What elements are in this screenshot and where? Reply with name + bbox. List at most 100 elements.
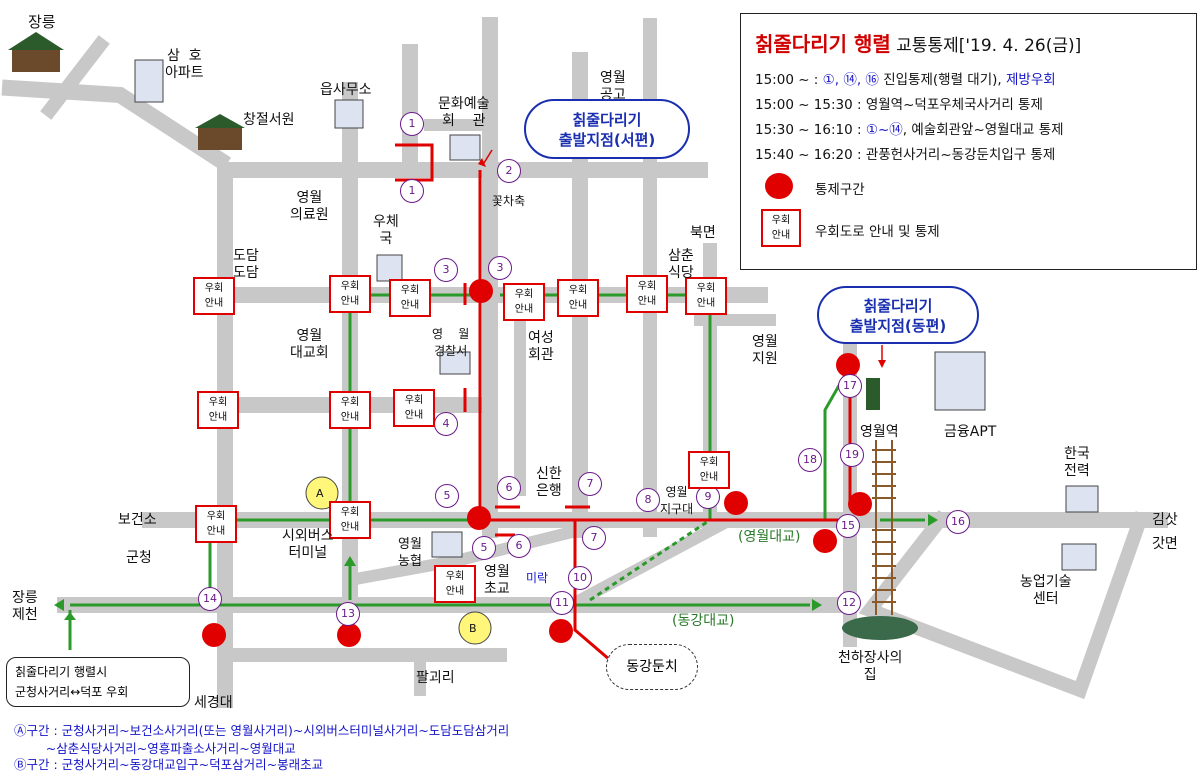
callout-east: 칡줄다리기 출발지점(동편) [817,286,979,344]
legend-line-4: 15:40 ~ 16:20 : 관풍헌사거리~동강둔치입구 통제 [755,147,1056,163]
numbered-point: 6 [497,476,521,500]
numbered-point: 5 [472,536,496,560]
building-icon [439,351,471,375]
building-icon [934,351,986,411]
footer-a2: ~삼춘식당사거리~영흥파출소사거리~영월대교 [14,741,296,756]
numbered-point: 14 [198,587,222,611]
label-kepco: 한국 전력 [1064,446,1090,479]
control-point [469,279,493,303]
marker-b [458,611,492,645]
label-culture: 문화예술 회 관 [438,96,490,129]
numbered-point: 5 [435,484,459,508]
numbered-point: 2 [497,159,521,183]
control-point [724,491,748,515]
label-jangneung: 장릉 [28,13,56,31]
label-jiwon: 영월 지원 [752,334,778,367]
buildings [134,59,1099,571]
numbered-point: 7 [578,472,602,496]
detour-note: 칡줄다리기 행렬시 군청사거리↔덕포 우회 [6,657,190,707]
label-county: 군청 [126,550,152,566]
legend-line-3: 15:30 ~ 16:10 : ①~⑭, 예술회관앞~영월대교 통제 [755,122,1064,138]
building-icon [449,134,481,161]
numbered-point: 10 [568,566,592,590]
numbered-point: 9 [696,485,720,509]
label-eupsamuso: 읍사무소 [320,82,372,98]
label-yeongwol-bridge: (영월대교) [738,529,801,545]
label-cheonha: 천하장사의 집 [838,650,903,683]
label-police: 영 월 경찰서 [432,327,470,358]
legend-title: 칡줄다리기 행렬 교통통제['19. 4. 26(금)] [755,32,1082,56]
control-point [467,506,491,530]
numbered-point: 15 [836,514,860,538]
label-bus: 시외버스 터미널 [282,528,334,561]
numbered-point: 3 [488,256,512,280]
railway [872,440,896,615]
label-samho: 삼 호 아파트 [165,48,204,81]
numbered-point: 6 [507,534,531,558]
callout-west: 칡줄다리기 출발지점(서편) [524,99,690,159]
label-samchun: 삼춘 식당 [668,248,694,281]
label-church: 영월 대교회 [290,328,329,361]
numbered-point: 18 [798,448,822,472]
label-elementary: 영월 초교 [484,564,510,597]
control-point [337,623,361,647]
label-post: 우체 국 [373,214,399,247]
control-point [836,353,860,377]
building-icon [376,254,403,282]
marker-a-label: A [316,487,324,500]
control-point [202,623,226,647]
label-palgoe: 팔괴리 [416,670,455,686]
label-donggang-bridge: (동강대교) [672,613,735,629]
label-coop: 영월 농협 [398,537,422,569]
numbered-point: 11 [550,591,574,615]
label-agri: 농업기술 센터 [1020,574,1072,607]
label-finance: 금융APT [944,424,997,440]
numbered-point: 17 [838,374,862,398]
label-district: 영월 지구대 [660,485,694,516]
numbered-point: 16 [946,510,970,534]
legend-detour-label: 우회도로 안내 및 통제 [815,224,940,240]
control-point [549,619,573,643]
label-dodam: 도담 도담 [233,248,259,281]
legend: 칡줄다리기 행렬 교통통제['19. 4. 26(금)] 15:00 ~ : ①… [740,13,1197,270]
label-mirak: 미락 [526,571,549,585]
numbered-point: 8 [636,488,660,512]
label-health: 보건소 [118,512,157,528]
marker-b-label: B [469,622,477,635]
legend-line-2: 15:00 ~ 15:30 : 영월역~덕포우체국사거리 통제 [755,97,1043,113]
building-icon [334,99,364,129]
label-jangneung-jecheon: 장릉 제천 [12,590,38,623]
legend-control-label: 통제구간 [815,182,865,198]
building-icon [134,59,164,103]
label-bukmyeon: 북면 [690,225,716,241]
label-women: 여성 회관 [528,330,554,363]
building-icon [1065,485,1099,513]
label-segyeong: 세경대 [194,695,233,711]
label-station: 영월역 [860,424,899,440]
control-point [848,492,872,516]
palace-icons [8,32,918,640]
footer-b: Ⓑ구간 : 군청사거리~동강대교입구~덕포삼거리~봉래초교 [14,757,324,772]
numbered-point: 19 [840,443,864,467]
numbered-point: 7 [582,526,606,550]
numbered-point: 4 [434,412,458,436]
label-donggang-dunchi: 동강둔치 [606,644,698,690]
numbered-point: 3 [434,258,458,282]
legend-line-1: 15:00 ~ : ①, ⑭, ⑯ 진입통제(행렬 대기), 제방우회 [755,72,1056,88]
footer-a: Ⓐ구간 : 군청사거리~보건소사거리(또는 영월사거리)~시외버스터미널사거리~… [14,723,510,738]
numbered-point: 1 [400,179,424,203]
building-icon [431,531,463,558]
